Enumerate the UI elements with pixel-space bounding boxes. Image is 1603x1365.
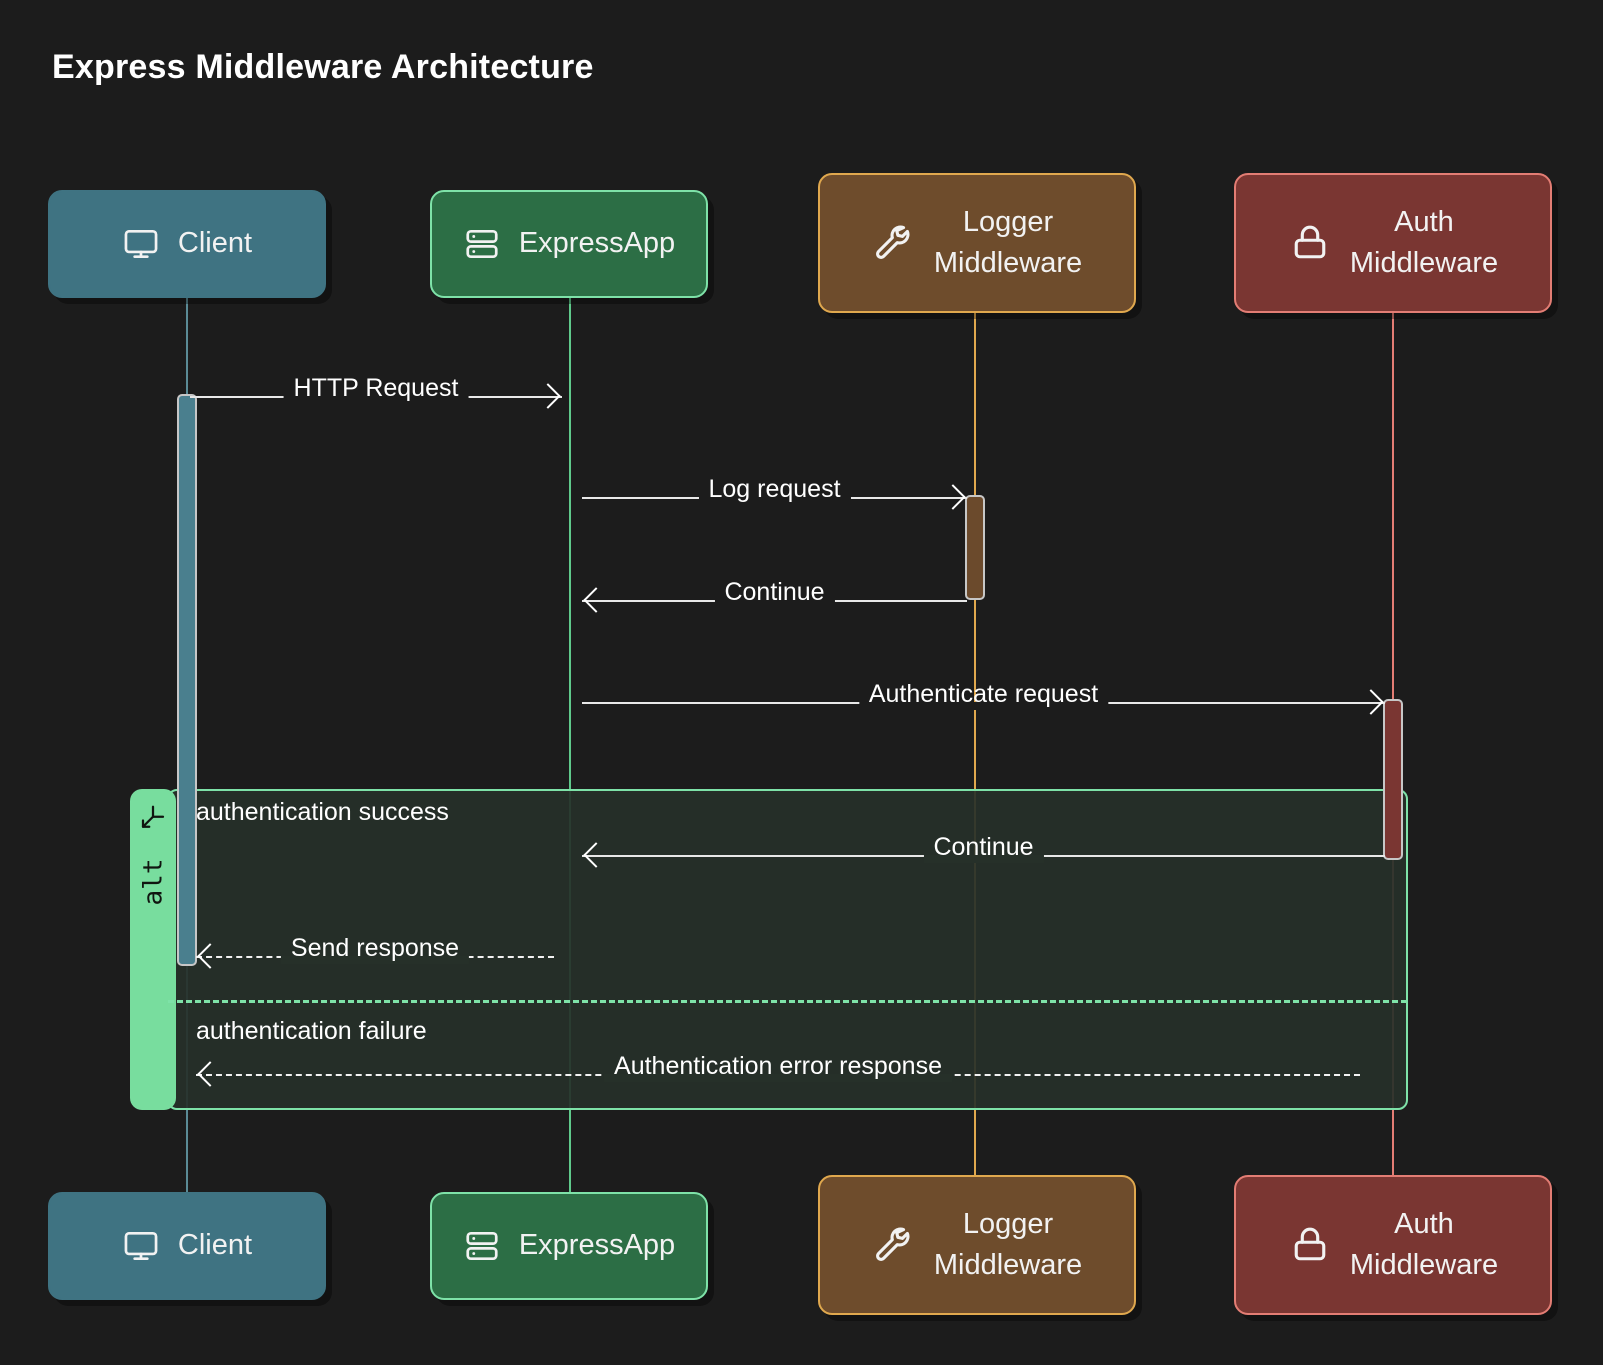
arrowhead-right-icon (940, 484, 966, 510)
arrowhead-left-icon (197, 943, 223, 969)
alt-keyword-label: alt (138, 858, 168, 906)
arrowhead-left-icon (583, 587, 609, 613)
participant-logger-top[interactable]: Logger Middleware (818, 173, 1136, 313)
participant-client-top[interactable]: Client (48, 190, 326, 298)
message-auth-error-response: Authentication error response (196, 1050, 1360, 1087)
participant-label: Logger Middleware (933, 205, 1083, 279)
participant-expressapp-top[interactable]: ExpressApp (430, 190, 708, 298)
lock-icon (1294, 225, 1326, 259)
server-icon (466, 1231, 498, 1261)
participant-auth-bottom[interactable]: Auth Middleware (1234, 1175, 1552, 1315)
alt-fragment-box (167, 789, 1408, 1110)
message-continue-logger: Continue (582, 576, 967, 613)
activation-logger (965, 495, 985, 600)
participant-auth-top[interactable]: Auth Middleware (1234, 173, 1552, 313)
arrowhead-right-icon (535, 383, 561, 409)
message-label: Log request (698, 475, 851, 505)
wrench-icon (875, 1227, 910, 1261)
message-continue-auth: Continue (582, 831, 1385, 868)
arrowhead-right-icon (1358, 689, 1384, 715)
lifeline-expressapp (569, 296, 571, 1198)
monitor-icon (124, 229, 158, 259)
monitor-icon (124, 1231, 158, 1261)
message-label: Authenticate request (858, 680, 1109, 710)
participant-label: Logger Middleware (933, 1207, 1083, 1281)
message-authenticate-request: Authenticate request (582, 678, 1385, 715)
participant-client-bottom[interactable]: Client (48, 1192, 326, 1300)
message-send-response: Send response (196, 932, 554, 969)
message-label: HTTP Request (283, 374, 469, 404)
participant-label: Client (177, 227, 253, 260)
participant-expressapp-bottom[interactable]: ExpressApp (430, 1192, 708, 1300)
participant-logger-bottom[interactable]: Logger Middleware (818, 1175, 1136, 1315)
arrowhead-left-icon (583, 842, 609, 868)
participant-label: Auth Middleware (1349, 205, 1499, 279)
lock-icon (1294, 1227, 1326, 1261)
message-label: Send response (280, 934, 470, 964)
alt-condition-1: authentication success (196, 798, 449, 826)
activation-client (177, 394, 197, 966)
lifeline-logger (974, 312, 976, 1198)
server-icon (466, 229, 498, 259)
participant-label: Auth Middleware (1349, 1207, 1499, 1281)
participant-label: ExpressApp (518, 1229, 676, 1262)
participant-label: ExpressApp (518, 227, 676, 260)
alt-branch-divider (168, 1000, 1407, 1003)
message-label: Authentication error response (604, 1052, 952, 1082)
activation-auth (1383, 699, 1403, 860)
message-http-request: HTTP Request (190, 372, 562, 409)
message-label: Continue (923, 833, 1044, 863)
page-title: Express Middleware Architecture (52, 48, 594, 86)
arrowhead-left-icon (197, 1061, 223, 1087)
branch-icon (141, 805, 165, 828)
participant-label: Client (177, 1229, 253, 1262)
alt-fragment-tab: alt (130, 789, 176, 1110)
wrench-icon (875, 225, 910, 259)
message-label: Continue (714, 578, 835, 608)
message-log-request: Log request (582, 473, 967, 510)
alt-condition-2: authentication failure (196, 1017, 427, 1045)
